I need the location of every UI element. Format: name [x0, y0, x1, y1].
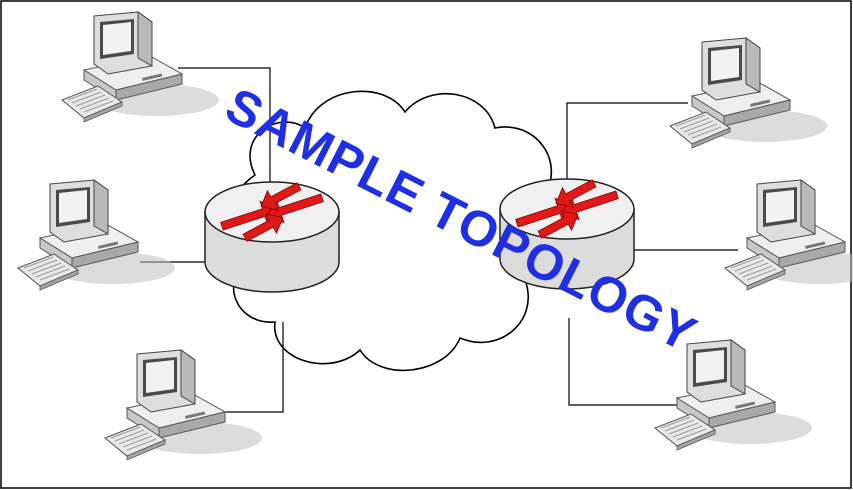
link-pc-left-bottom: [225, 322, 284, 413]
link-pc-left-top: [178, 67, 271, 200]
links-right: [566, 102, 738, 406]
router-left: [204, 175, 340, 293]
router-icon: [204, 175, 340, 293]
link-pc-right-top: [566, 102, 688, 185]
link-pc-right-bottom: [568, 318, 678, 406]
